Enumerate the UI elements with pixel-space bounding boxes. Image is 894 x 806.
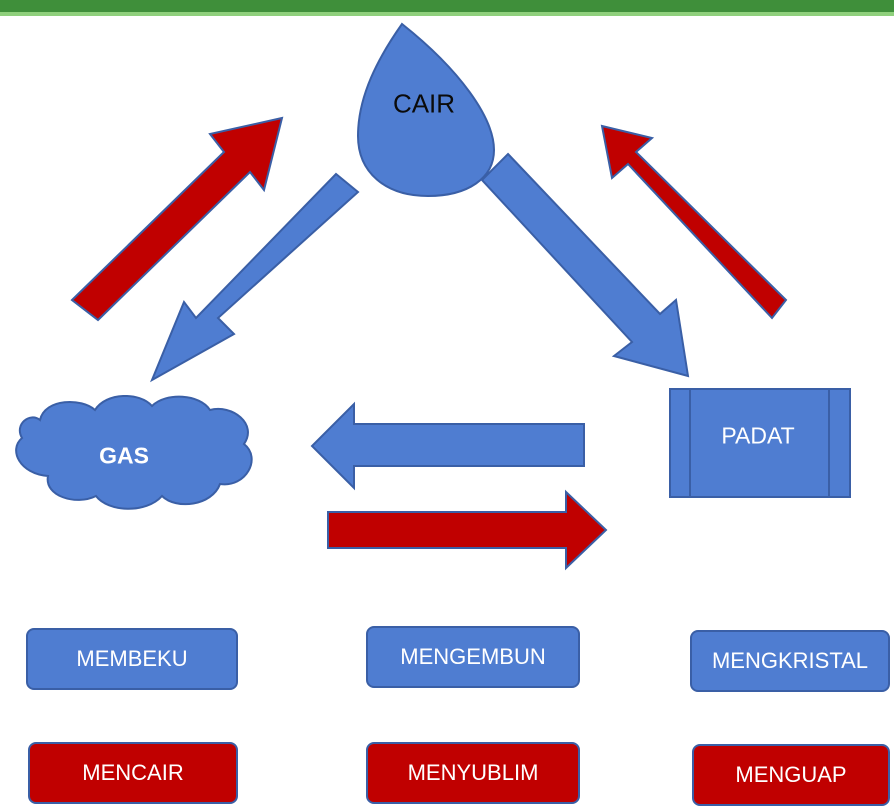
solid-label: PADAT (721, 422, 795, 449)
term-sublimation-box: MENYUBLIM (366, 742, 580, 804)
solid-block-shape (669, 388, 851, 498)
term-crystallizing-box: MENGKRISTAL (690, 630, 890, 692)
gas-label: GAS (99, 442, 149, 469)
term-melting-box: MENCAIR (28, 742, 238, 804)
arrow-liquid-to-solid (480, 152, 690, 378)
arrow-gas-to-liquid (70, 116, 284, 322)
arrow-solid-to-gas (310, 401, 585, 491)
term-freezing-box: MEMBEKU (26, 628, 238, 690)
liquid-label: CAIR (392, 88, 456, 119)
arrow-solid-to-liquid (600, 124, 788, 320)
header-band (0, 0, 894, 12)
gas-cloud-shape (15, 394, 253, 510)
header-band-line (0, 12, 894, 16)
liquid-drop-shape (356, 22, 496, 198)
arrow-liquid-to-gas (149, 172, 360, 383)
term-condensing-box: MENGEMBUN (366, 626, 580, 688)
term-evaporation-box: MENGUAP (692, 744, 890, 806)
arrow-gas-to-solid (327, 489, 608, 571)
